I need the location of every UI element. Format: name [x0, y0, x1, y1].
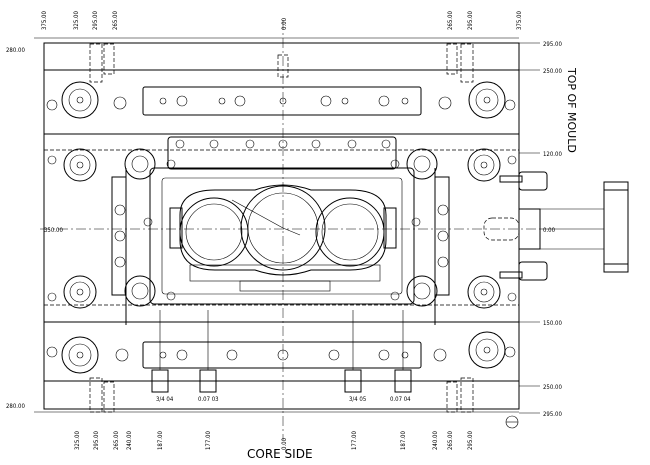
core-side-title: CORE SIDE — [247, 447, 313, 461]
dim-label: 375.00 — [516, 11, 523, 30]
screw-holes — [46, 95, 517, 362]
dim-label: 0.07 04 — [390, 396, 411, 403]
dim-label: 250.00 — [543, 384, 562, 391]
leader-pins — [61, 81, 506, 374]
insert-top — [167, 136, 397, 170]
bottom-dimensions: 325.00 295.00 265.00 240.00 187.00 177.0… — [74, 431, 474, 450]
dim-label: 350.00 — [44, 227, 63, 234]
dim-label: 0.07 03 — [198, 396, 219, 403]
dim-label: 265.00 — [447, 431, 454, 450]
dim-label: 295.00 — [93, 431, 100, 450]
dim-label: 250.00 — [543, 68, 562, 75]
right-dimensions: 295.00 250.00 120.00 0.00 150.00 250.00 … — [543, 41, 562, 418]
dim-label: 240.00 — [432, 431, 439, 450]
mould-base-outline — [43, 69, 520, 382]
dim-label: 295.00 — [92, 11, 99, 30]
dim-label: 3/4 05 — [349, 396, 366, 403]
dim-label: 150.00 — [543, 320, 562, 327]
dim-label: 265.00 — [447, 11, 454, 30]
side-block-left — [111, 176, 127, 296]
dim-label: 280.00 — [6, 403, 25, 410]
dim-label: 0.00 — [281, 17, 288, 30]
pillar-labels: 3/4 04 0.07 03 3/4 05 0.07 04 — [156, 396, 411, 403]
dim-label: 325.00 — [73, 11, 80, 30]
dim-label: 375.00 — [41, 11, 48, 30]
dim-label: 295.00 — [467, 431, 474, 450]
dim-label: 325.00 — [74, 431, 81, 450]
dim-label: 295.00 — [543, 411, 562, 418]
dim-label: 187.00 — [400, 431, 407, 450]
dim-label: 295.00 — [467, 11, 474, 30]
left-dimensions: 280.00 280.00 350.00 — [6, 47, 63, 410]
top-dimensions: 375.00 325.00 295.00 265.00 0.00 265.00 … — [41, 11, 523, 30]
dim-label: 0.00 — [543, 227, 556, 234]
part-geometry — [169, 184, 397, 292]
dim-label: 0.00 — [281, 437, 288, 450]
cavity-insert — [149, 167, 415, 305]
dim-label: 3/4 04 — [156, 396, 174, 403]
side-block-right — [434, 176, 450, 296]
dim-label: 187.00 — [157, 431, 164, 450]
clamp-bar-bottom — [142, 341, 422, 369]
dim-label: 177.00 — [205, 431, 212, 450]
hidden-bushings — [89, 43, 520, 413]
top-of-mould-label: TOP OF MOULD — [565, 67, 578, 153]
dim-label: 240.00 — [126, 431, 133, 450]
dim-label: 265.00 — [113, 431, 120, 450]
clamp-bar-top — [142, 86, 422, 116]
cavity-insert-inner — [161, 177, 403, 295]
dim-label: 265.00 — [112, 11, 119, 30]
dim-label: 120.00 — [543, 151, 562, 158]
side-clamp-detail — [499, 171, 629, 281]
dim-label: 177.00 — [351, 431, 358, 450]
dim-label: 280.00 — [6, 47, 25, 54]
ejector-pillars — [151, 310, 412, 393]
dim-label: 295.00 — [543, 41, 562, 48]
